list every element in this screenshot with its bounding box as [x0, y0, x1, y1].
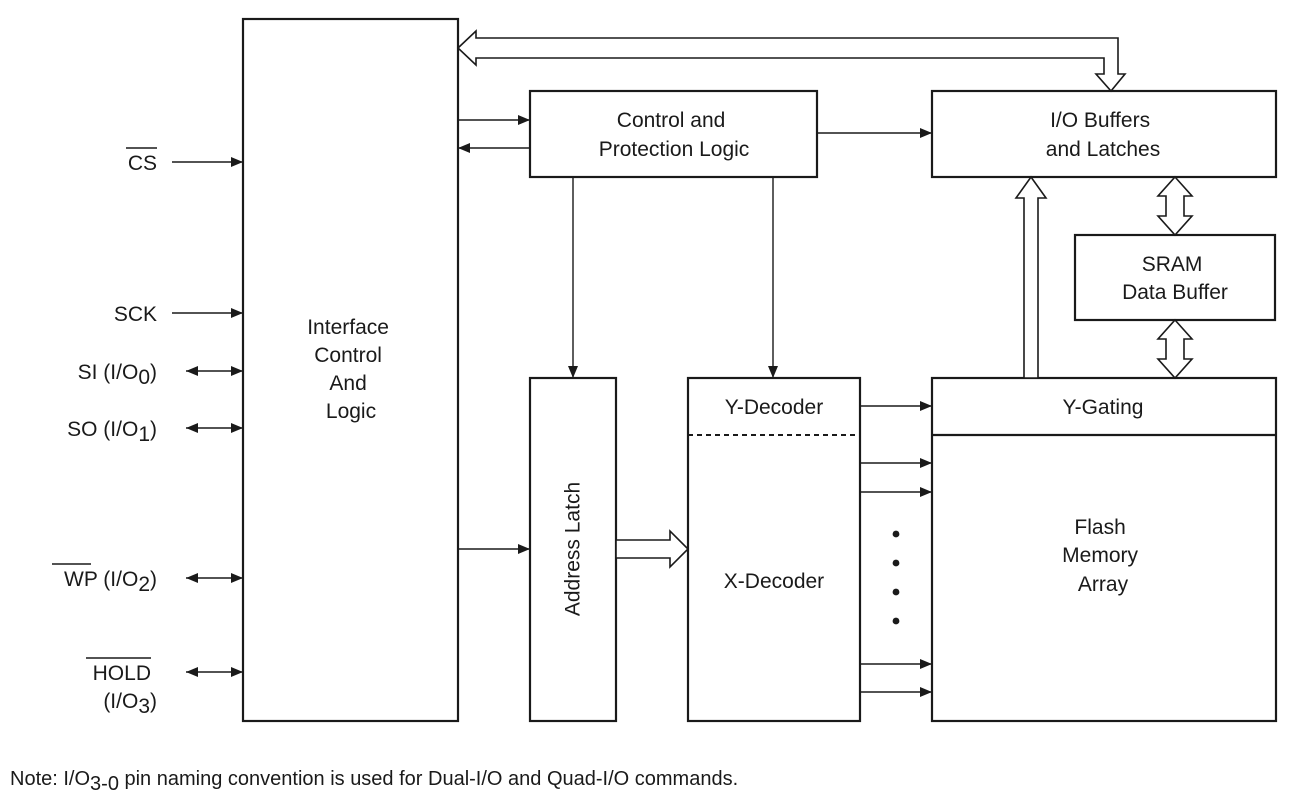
footnote-sub: 3-0 — [90, 773, 119, 795]
hold-io-sub: 3 — [138, 695, 150, 718]
interface-label-line: Logic — [326, 400, 376, 423]
control-label: Control and Protection Logic — [599, 109, 750, 161]
y-decoder-label: Y-Decoder — [725, 396, 823, 419]
address-latch-block — [528, 376, 618, 723]
control-label-line: Control and — [617, 109, 726, 132]
interface-label-line: Control — [314, 344, 382, 367]
wp-label-main: (I/O — [97, 568, 138, 591]
so-label: SO (I/O1) — [67, 418, 157, 446]
so-label-main: SO (I/O — [67, 418, 138, 441]
control-label-line: Protection Logic — [599, 138, 750, 161]
io-buffers-label-line: and Latches — [1046, 138, 1160, 161]
sram-buffer-block — [1073, 233, 1277, 322]
io-buffers-label-line: I/O Buffers — [1050, 109, 1150, 132]
io-buffers-block — [930, 89, 1278, 179]
sck-label: SCK — [114, 303, 157, 326]
so-label-sub: 1 — [138, 423, 150, 446]
sram-label: SRAM Data Buffer — [1122, 253, 1228, 304]
wp-label-close: ) — [150, 568, 157, 591]
flash-label-line: Flash — [1074, 516, 1125, 539]
hold-label: HOLD — [93, 662, 151, 685]
flash-label-line: Memory — [1062, 544, 1138, 567]
sram-label-line: Data Buffer — [1122, 281, 1228, 304]
sram-label-line: SRAM — [1142, 253, 1203, 276]
address-latch-label: Address Latch — [562, 482, 585, 616]
wp-label: WP (I/O2) — [64, 568, 157, 596]
footnote-prefix: Note: I/O — [10, 768, 90, 790]
interface-label-line: Interface — [307, 316, 389, 339]
cs-label: CS — [128, 152, 157, 175]
flash-array-label: Flash Memory Array — [1062, 516, 1144, 596]
hold-io-main: (I/O — [103, 690, 138, 713]
interface-label-line: And — [329, 372, 366, 395]
si-label-close: ) — [150, 361, 157, 384]
si-label: SI (I/O0) — [78, 361, 157, 389]
ygating-to-io-bus — [1014, 175, 1048, 379]
data-bus-arrow — [456, 29, 1127, 93]
si-label-sub: 0 — [138, 366, 150, 389]
interface-control-block — [241, 17, 460, 723]
flash-label-line: Array — [1078, 573, 1129, 596]
wp-label-bar: WP — [64, 568, 97, 591]
latch-to-decoder-bus — [615, 529, 690, 569]
y-gating-label: Y-Gating — [1063, 396, 1144, 419]
interface-label: Interface Control And Logic — [307, 316, 395, 423]
sram-ygating-bus — [1156, 318, 1194, 380]
control-protection-block — [528, 89, 819, 179]
so-label-close: ) — [150, 418, 157, 441]
decoder-block — [686, 376, 862, 723]
hold-io-label: (I/O3) — [103, 690, 157, 718]
hold-io-close: ) — [150, 690, 157, 713]
footnote: Note: I/O3-0 pin naming convention is us… — [10, 768, 738, 795]
ellipsis-dots — [892, 530, 900, 625]
io-buffers-label: I/O Buffers and Latches — [1046, 109, 1160, 161]
footnote-suffix: pin naming convention is used for Dual-I… — [119, 768, 738, 790]
wp-label-sub: 2 — [138, 573, 150, 596]
x-decoder-label: X-Decoder — [724, 570, 824, 593]
io-sram-bus — [1156, 175, 1194, 237]
si-label-main: SI (I/O — [78, 361, 139, 384]
